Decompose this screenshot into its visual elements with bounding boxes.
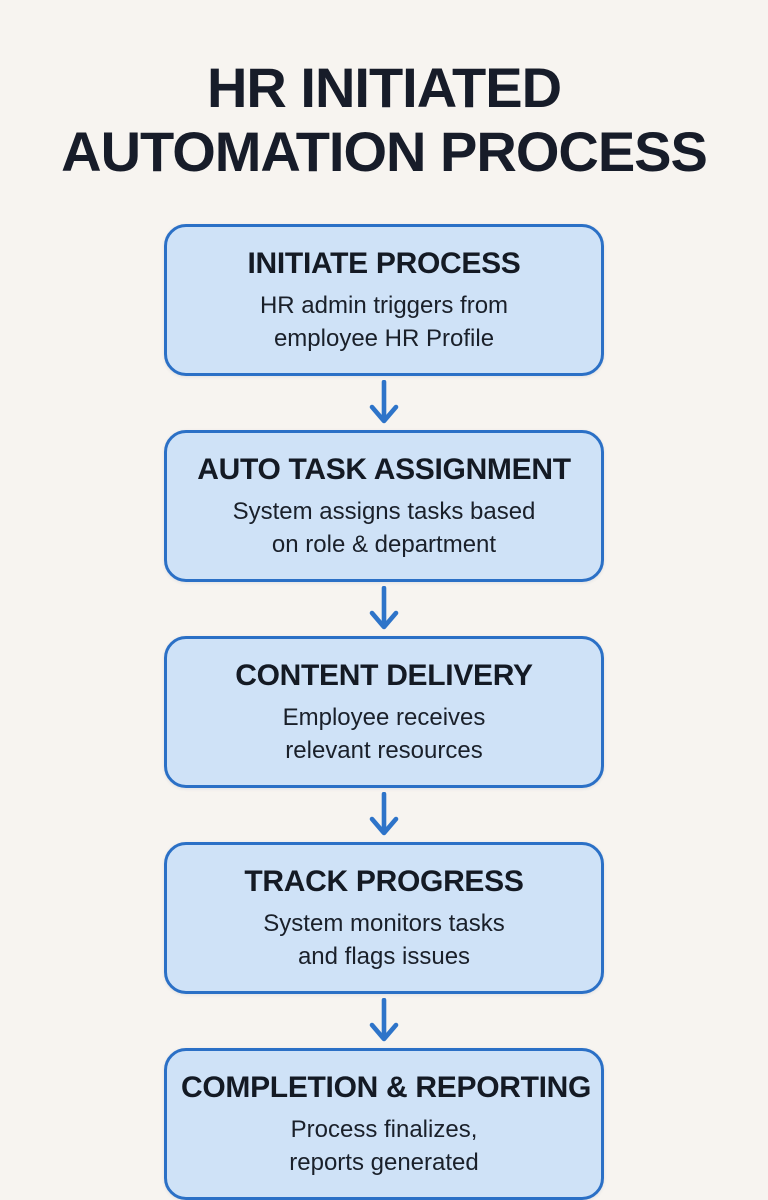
step-description: Employee receives relevant resources	[282, 704, 486, 764]
step-description: HR admin triggers from employee HR Profi…	[259, 292, 509, 352]
flow-step-completion-reporting: COMPLETION & REPORTING Process finalizes…	[164, 1048, 604, 1200]
step-title: COMPLETION & REPORTING	[181, 1071, 592, 1104]
arrow-down-icon	[369, 380, 399, 424]
arrow-down-icon	[369, 792, 399, 836]
step-description: System assigns tasks based on role & dep…	[232, 498, 536, 558]
arrow-down-icon	[369, 998, 399, 1042]
flow-step-auto-task-assignment: AUTO TASK ASSIGNMENT System assigns task…	[164, 430, 604, 582]
page-title: HR INITIATED AUTOMATION PROCESS	[61, 56, 708, 183]
flowchart: INITIATE PROCESS HR admin triggers from …	[164, 224, 604, 1200]
flow-step-content-delivery: CONTENT DELIVERY Employee receives relev…	[164, 636, 604, 788]
infographic-poster: HR INITIATED AUTOMATION PROCESS INITIATE…	[61, 56, 708, 1200]
step-title: AUTO TASK ASSIGNMENT	[197, 453, 571, 486]
step-description: Process finalizes, reports generated	[289, 1116, 479, 1176]
step-title: INITIATE PROCESS	[247, 247, 521, 280]
step-description: System monitors tasks and flags issues	[263, 910, 505, 970]
flow-step-track-progress: TRACK PROGRESS System monitors tasks and…	[164, 842, 604, 994]
arrow-down-icon	[369, 586, 399, 630]
flow-step-initiate-process: INITIATE PROCESS HR admin triggers from …	[164, 224, 604, 376]
step-title: CONTENT DELIVERY	[235, 659, 533, 692]
step-title: TRACK PROGRESS	[244, 865, 524, 898]
